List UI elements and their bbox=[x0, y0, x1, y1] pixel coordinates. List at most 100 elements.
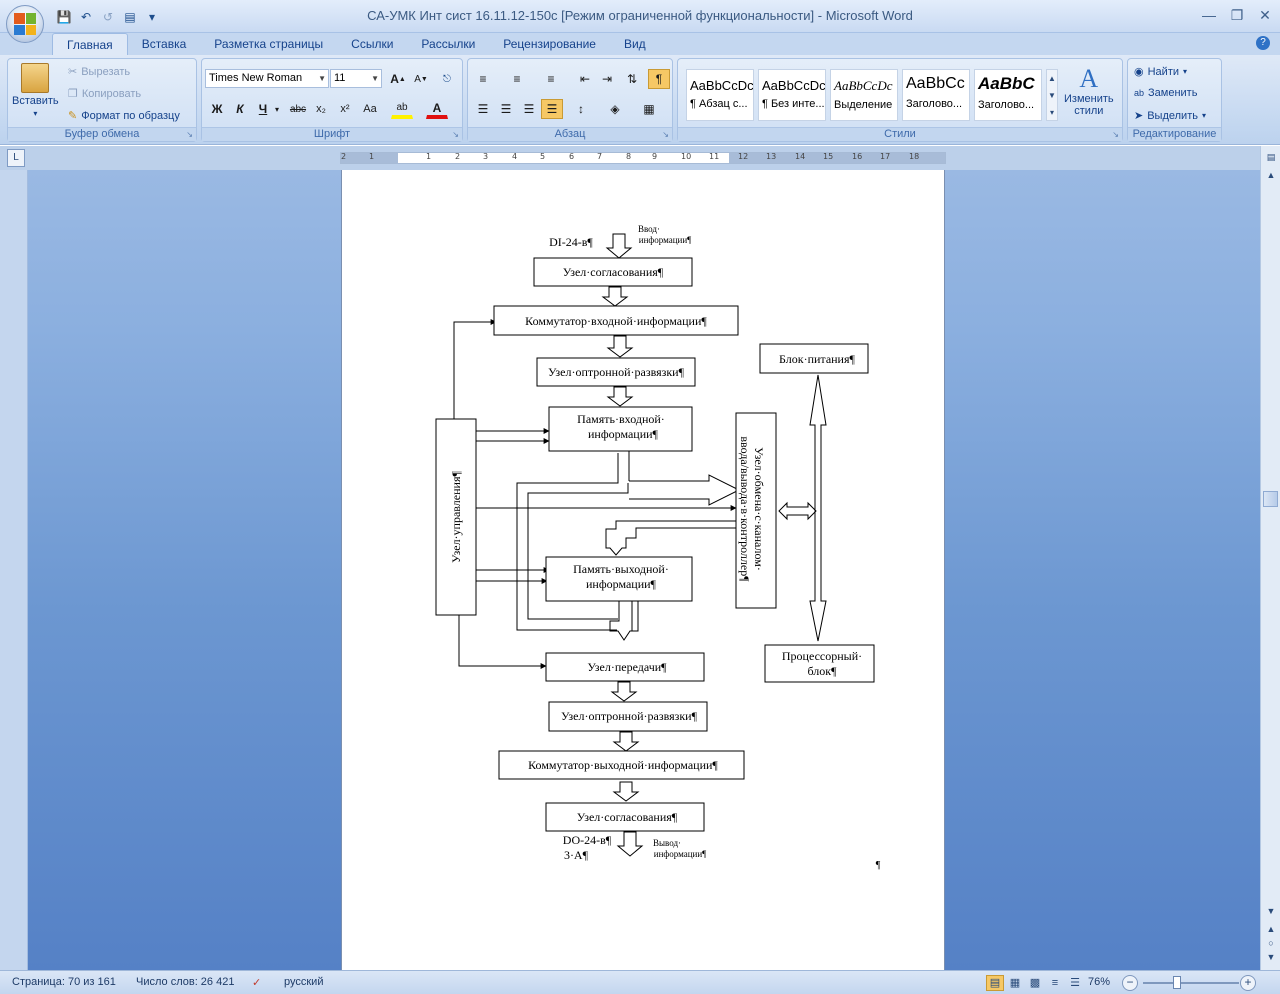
next-page-icon[interactable]: ▼ bbox=[1266, 952, 1276, 962]
zoom-slider-thumb[interactable] bbox=[1173, 976, 1181, 989]
cut-button[interactable]: ✂ Вырезать bbox=[68, 65, 131, 79]
grow-font-button[interactable]: A▲ bbox=[390, 72, 406, 86]
subscript-button[interactable]: x₂ bbox=[316, 103, 326, 115]
ribbon: Вставить ▾ ✂ Вырезать ❐ Копировать ✎ Фор… bbox=[0, 55, 1280, 145]
draft-view-icon[interactable]: ☰ bbox=[1070, 977, 1080, 989]
paste-button[interactable]: Вставить ▾ bbox=[12, 63, 59, 118]
save-icon[interactable]: 💾 bbox=[56, 10, 72, 24]
power-label: Блок·питания¶ bbox=[779, 352, 855, 366]
underline-button[interactable]: Ч bbox=[258, 102, 268, 116]
input-label: информации¶ bbox=[639, 235, 691, 245]
control-label: Узел·управления¶ bbox=[449, 471, 463, 563]
zoom-level[interactable]: 76% bbox=[1088, 976, 1111, 988]
tab-references[interactable]: Ссылки bbox=[351, 37, 394, 51]
font-color-button[interactable]: A bbox=[426, 99, 448, 119]
sort-icon[interactable]: ⇅ bbox=[626, 72, 638, 86]
previous-page-icon[interactable]: ▲ bbox=[1266, 924, 1276, 934]
change-styles-button[interactable]: A Изменить стили bbox=[1064, 64, 1114, 118]
bold-button[interactable]: Ж bbox=[211, 102, 223, 116]
borders-icon[interactable]: ▦ bbox=[643, 102, 655, 116]
tab-selector-icon[interactable]: L bbox=[7, 149, 25, 167]
node-opto-bottom bbox=[548, 701, 708, 732]
minimize-icon[interactable]: — bbox=[1202, 7, 1216, 23]
change-case-button[interactable]: Aa bbox=[363, 103, 377, 115]
print-layout-view-icon[interactable]: ▤ bbox=[986, 975, 1004, 991]
justify-icon[interactable]: ☰ bbox=[541, 99, 563, 119]
document-page[interactable]: DI-24-в¶ Ввод· информации¶ Узел·согласов… bbox=[341, 170, 945, 970]
full-screen-view-icon[interactable]: ▦ bbox=[1009, 977, 1021, 989]
language-indicator[interactable]: русский bbox=[284, 976, 324, 988]
tab-view[interactable]: Вид bbox=[623, 37, 646, 51]
strikethrough-button[interactable]: abc bbox=[289, 103, 307, 115]
highlight-button[interactable]: ab bbox=[391, 99, 413, 119]
close-icon[interactable]: ✕ bbox=[1259, 6, 1271, 23]
shrink-font-button[interactable]: A▼ bbox=[414, 73, 428, 85]
copy-button[interactable]: ❐ Копировать bbox=[68, 87, 142, 101]
underline-dropdown-icon[interactable]: ▾ bbox=[274, 104, 279, 114]
find-button[interactable]: ◉Найти▾ bbox=[1134, 65, 1188, 79]
ruler-row: L 2 1 1 2 3 4 5 6 7 8 9 10 11 12 13 14 1… bbox=[0, 146, 1280, 170]
shading-icon[interactable]: ◈ bbox=[610, 102, 620, 116]
outline-view-icon[interactable]: ≡ bbox=[1051, 977, 1059, 989]
format-painter-button[interactable]: ✎ Формат по образцу bbox=[68, 109, 180, 123]
office-button[interactable] bbox=[6, 5, 44, 43]
scrollbar-thumb[interactable] bbox=[1263, 491, 1278, 507]
tab-review[interactable]: Рецензирование bbox=[503, 37, 596, 51]
tab-mailings[interactable]: Рассылки bbox=[421, 37, 476, 51]
web-layout-view-icon[interactable]: ▩ bbox=[1029, 977, 1041, 989]
scroll-up-icon[interactable]: ▲ bbox=[1266, 170, 1276, 180]
view-ruler-icon[interactable]: ▤ bbox=[1266, 152, 1276, 162]
komm-out-label: Коммутатор·выходной·информации¶ bbox=[528, 758, 718, 772]
title-bar: 💾 ↶ ↺ ▤ ▾ СА-УМК Инт сист 16.11.12-150с … bbox=[0, 0, 1280, 43]
print-icon[interactable]: ▤ bbox=[124, 10, 136, 24]
di-label: DI-24-в¶ bbox=[549, 235, 593, 249]
tab-page-layout[interactable]: Разметка страницы bbox=[214, 37, 324, 51]
select-button[interactable]: ➤Выделить▾ bbox=[1134, 109, 1206, 123]
replace-icon: ab bbox=[1134, 88, 1145, 98]
page-count[interactable]: Страница: 70 из 161 bbox=[12, 976, 116, 988]
increase-indent-icon[interactable]: ⇥ bbox=[601, 72, 613, 86]
spelling-check-icon[interactable]: ✓ bbox=[252, 977, 262, 989]
browse-object-icon[interactable]: ○ bbox=[1268, 938, 1274, 948]
style-item-list-paragraph[interactable]: AaBbCcDc¶ Абзац с... bbox=[686, 69, 754, 121]
clear-format-button[interactable]: ⎋ bbox=[436, 69, 458, 89]
zoom-slider-track[interactable] bbox=[1143, 982, 1239, 984]
customize-icon[interactable]: ▾ bbox=[148, 10, 156, 24]
font-size-combo[interactable]: 11▼ bbox=[330, 69, 382, 88]
horizontal-ruler[interactable]: 2 1 1 2 3 4 5 6 7 8 9 10 11 12 13 14 15 … bbox=[340, 152, 946, 164]
line-spacing-icon[interactable]: ↕ bbox=[578, 102, 584, 116]
style-item-no-spacing[interactable]: AaBbCcDc¶ Без инте... bbox=[758, 69, 826, 121]
dialog-launcher-icon[interactable]: ↘ bbox=[1112, 130, 1119, 139]
zoom-in-icon[interactable]: + bbox=[1240, 975, 1256, 991]
processor-label: Процессорный· bbox=[782, 649, 862, 663]
font-name-combo[interactable]: Times New Roman▼ bbox=[205, 69, 329, 88]
dialog-launcher-icon[interactable]: ↘ bbox=[186, 130, 193, 139]
maximize-icon[interactable]: ❐ bbox=[1230, 6, 1244, 23]
superscript-button[interactable]: x² bbox=[340, 103, 350, 115]
align-left-icon[interactable]: ☰ bbox=[477, 102, 489, 116]
align-center-icon[interactable]: ☰ bbox=[500, 102, 512, 116]
multilevel-list-icon[interactable]: ≡ bbox=[547, 72, 555, 86]
scroll-down-icon[interactable]: ▼ bbox=[1266, 906, 1276, 916]
word-count[interactable]: Число слов: 26 421 bbox=[136, 976, 235, 988]
tab-home[interactable]: Главная bbox=[52, 33, 128, 55]
styles-scroll[interactable]: ▲▼▾ bbox=[1046, 69, 1058, 121]
undo-icon[interactable]: ↶ bbox=[80, 10, 92, 24]
show-formatting-button[interactable]: ¶ bbox=[648, 69, 670, 89]
bullets-icon[interactable]: ≡ bbox=[479, 72, 487, 86]
align-right-icon[interactable]: ☰ bbox=[523, 102, 535, 116]
italic-button[interactable]: К bbox=[236, 102, 244, 116]
zoom-out-icon[interactable]: − bbox=[1122, 975, 1138, 991]
help-icon[interactable]: ? bbox=[1256, 36, 1270, 50]
dialog-launcher-icon[interactable]: ↘ bbox=[452, 130, 459, 139]
tab-insert[interactable]: Вставка bbox=[141, 37, 187, 51]
vertical-scrollbar[interactable]: ▤ ▲ ▼ ▲ ○ ▼ bbox=[1260, 146, 1280, 970]
decrease-indent-icon[interactable]: ⇤ bbox=[579, 72, 591, 86]
dialog-launcher-icon[interactable]: ↘ bbox=[662, 130, 669, 139]
numbering-icon[interactable]: ≡ bbox=[513, 72, 521, 86]
redo-icon[interactable]: ↺ bbox=[102, 10, 114, 24]
